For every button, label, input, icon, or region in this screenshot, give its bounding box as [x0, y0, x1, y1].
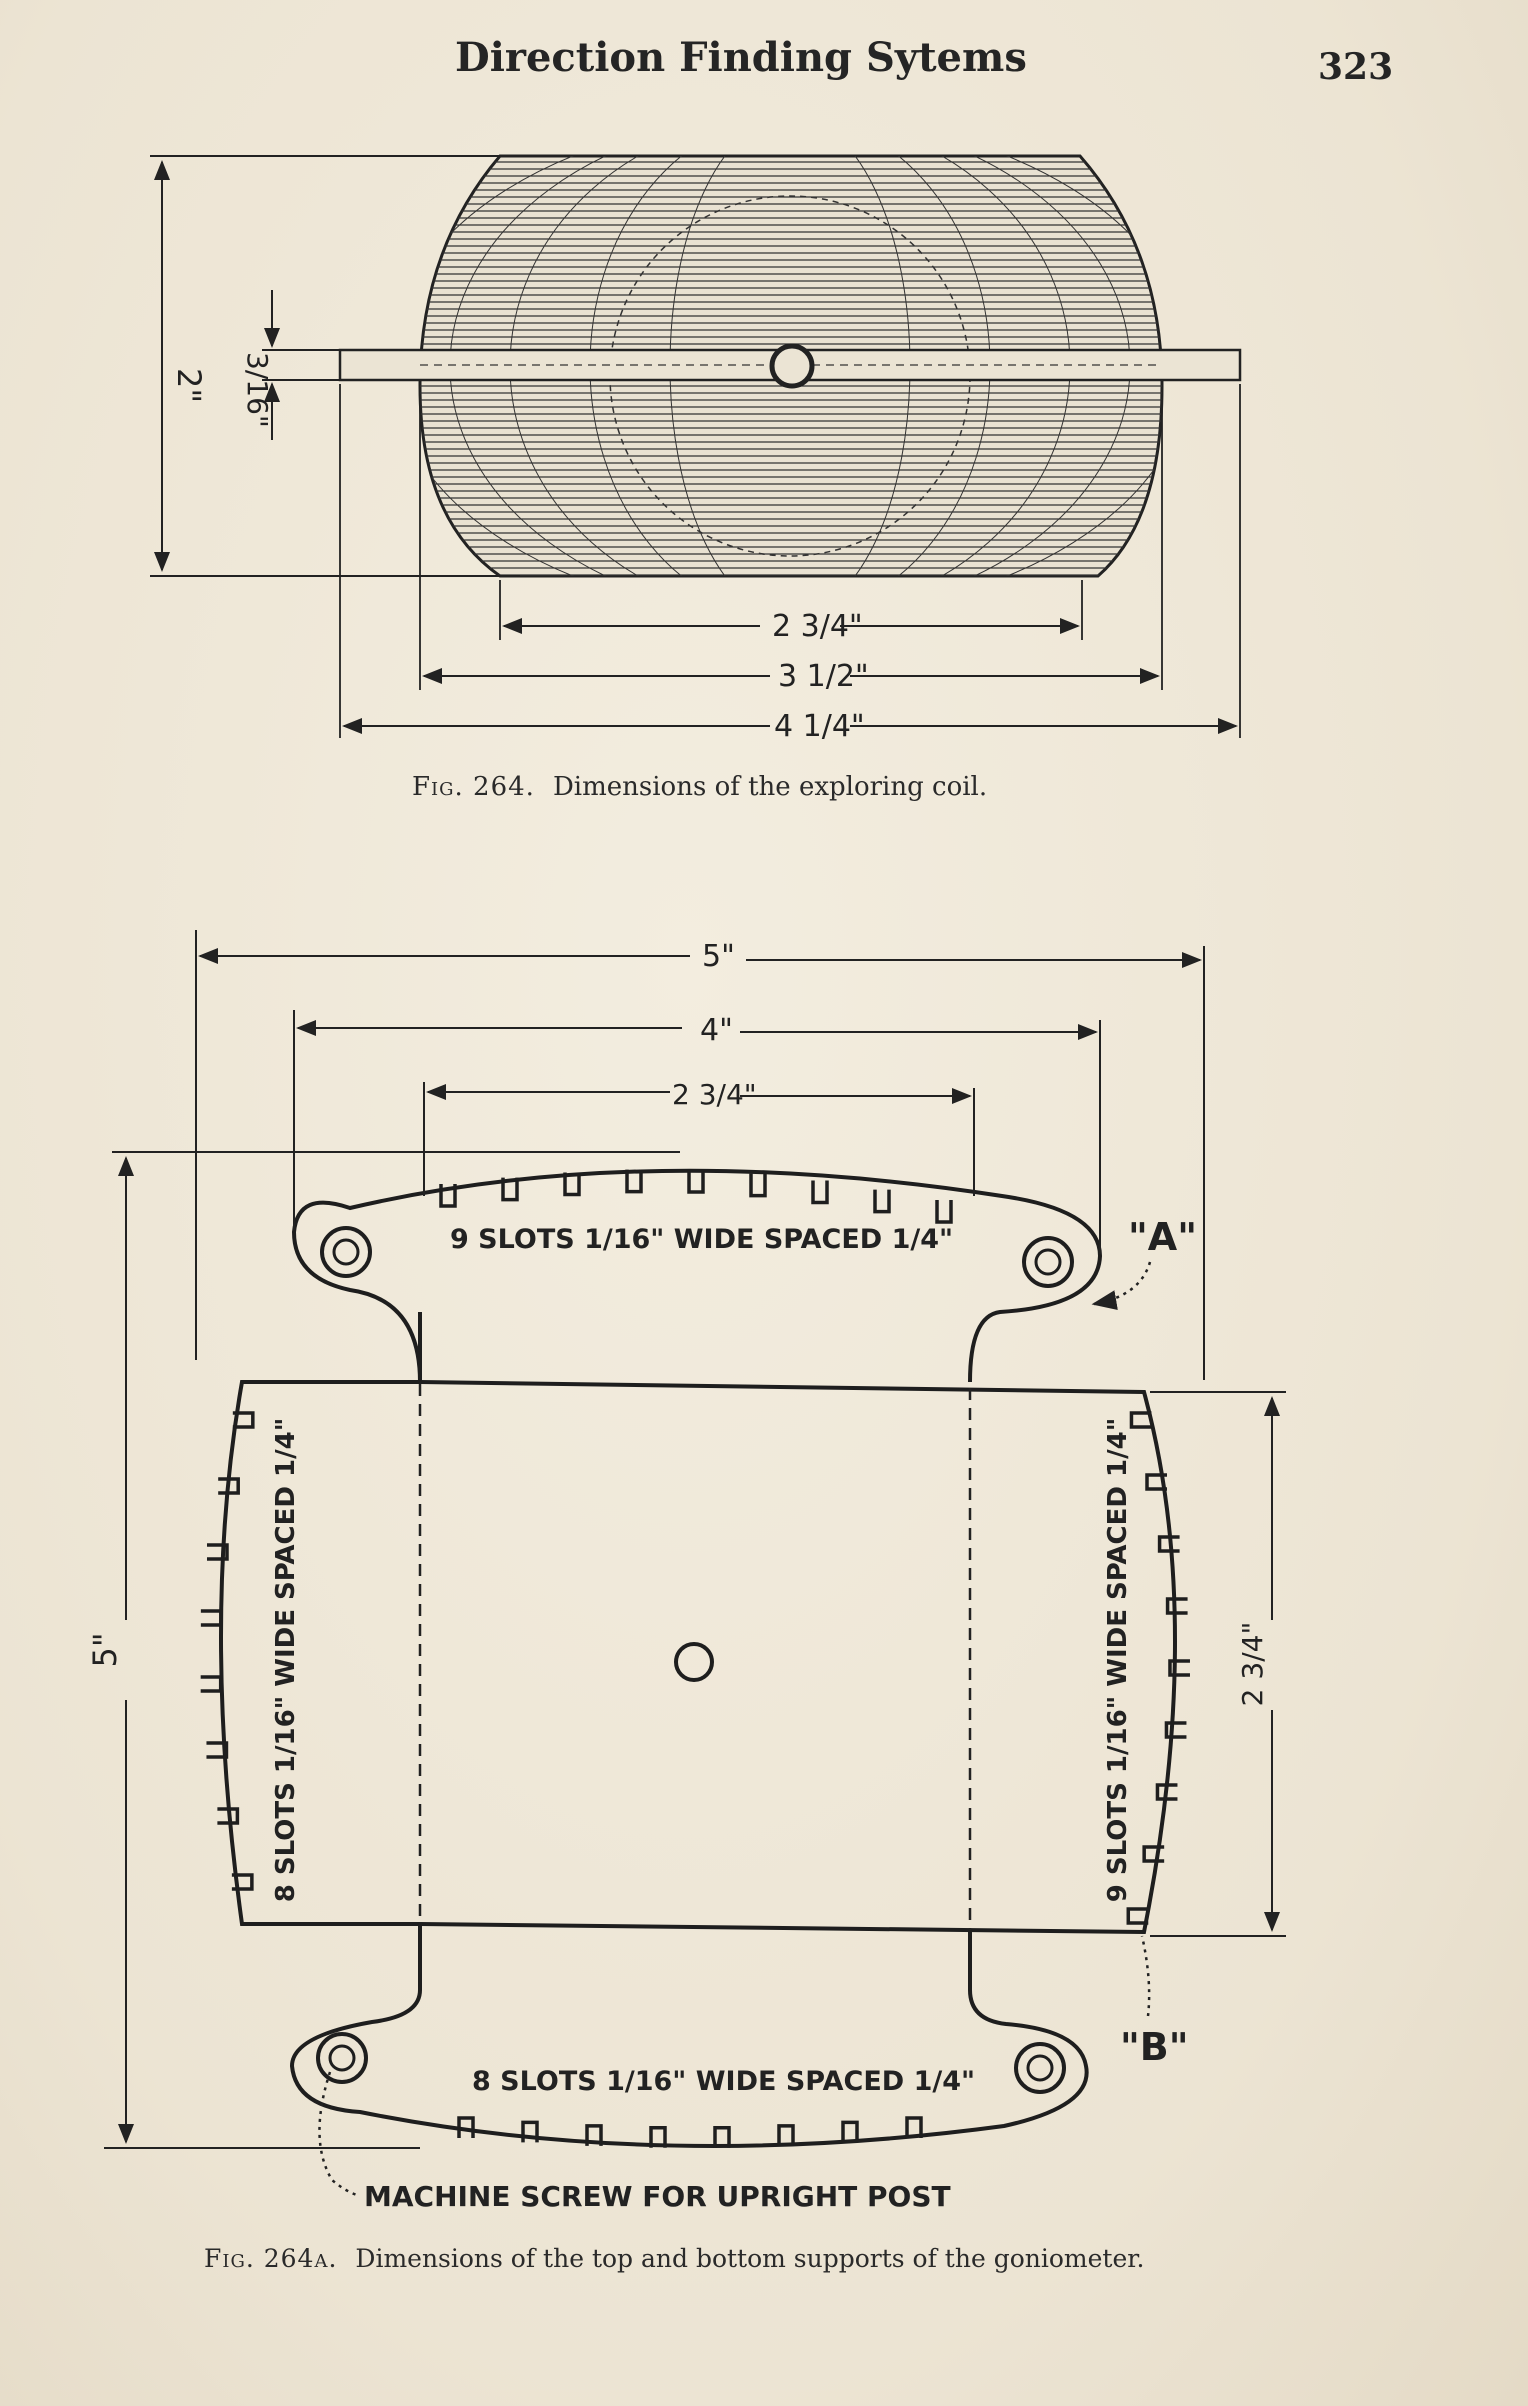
dim-height-label: 2": [170, 368, 208, 403]
dim-inner-width-label: 2 3/4": [772, 609, 863, 644]
coil-extension-lines: [339, 384, 1241, 738]
figure-264-caption-text: Dimensions of the exploring coil.: [552, 772, 988, 802]
figure-264a-caption: Fig. 264a. Dimensions of the top and bott…: [204, 2244, 1144, 2273]
top-tab-slots: [439, 1169, 953, 1224]
figure-264-caption: Fig. 264. Dimensions of the exploring coi…: [412, 772, 987, 802]
figure-264a-number: Fig. 264a.: [204, 2244, 338, 2273]
point-b-label: "B": [1120, 2025, 1189, 2069]
dim-overall-width-label: 4 1/4": [774, 709, 865, 744]
fold-lines: [418, 1384, 972, 1930]
screw-note-leader: [318, 2071, 361, 2198]
dim-neck-width: 2 3/4": [672, 1078, 757, 1111]
support-plate-outline: [219, 1168, 1177, 2148]
right-slots-label: 9 SLOTS 1/16" WIDE SPACED 1/4": [1103, 1418, 1133, 1902]
dim-right-height: 2 3/4": [1236, 1622, 1269, 1707]
dim-overall-height-5in: 5": [86, 1632, 124, 1667]
right-edge-slots: [1126, 1411, 1190, 1925]
bottom-slots-label: 8 SLOTS 1/16" WIDE SPACED 1/4": [472, 2066, 975, 2097]
point-b-leader: [1140, 1935, 1151, 2017]
left-slots-label: 8 SLOTS 1/16" WIDE SPACED 1/4": [271, 1418, 301, 1902]
running-header-title: Direction Finding Sytems: [455, 34, 1027, 81]
dim-height-2in: [150, 155, 520, 577]
dim-bar-thickness-label: 3/16": [241, 352, 274, 428]
coil-axle-bar: [338, 343, 1242, 389]
figure-264a-caption-text: Dimensions of the top and bottom support…: [355, 2244, 1145, 2273]
screw-note-label: MACHINE SCREW FOR UPRIGHT POST: [364, 2180, 951, 2213]
figure-264-number: Fig. 264.: [412, 772, 535, 802]
page-number: 323: [1318, 46, 1394, 88]
dim-bar-thickness: [262, 290, 420, 440]
top-slots-label: 9 SLOTS 1/16" WIDE SPACED 1/4": [450, 1224, 953, 1255]
dim-overall-width-5in: 5": [702, 939, 735, 974]
support-dim-lines: [104, 930, 1286, 2149]
coil-width-dims: [342, 618, 1238, 734]
dim-tab-width-4in: 4": [700, 1013, 733, 1048]
left-edge-slots: [200, 1411, 255, 1891]
point-a-leader: [1091, 1261, 1152, 1310]
dim-coil-width-label: 3 1/2": [778, 659, 869, 694]
bottom-tab-slots: [457, 2116, 923, 2148]
point-a-label: "A": [1128, 1215, 1197, 1259]
mounting-holes: [316, 1226, 1074, 2094]
